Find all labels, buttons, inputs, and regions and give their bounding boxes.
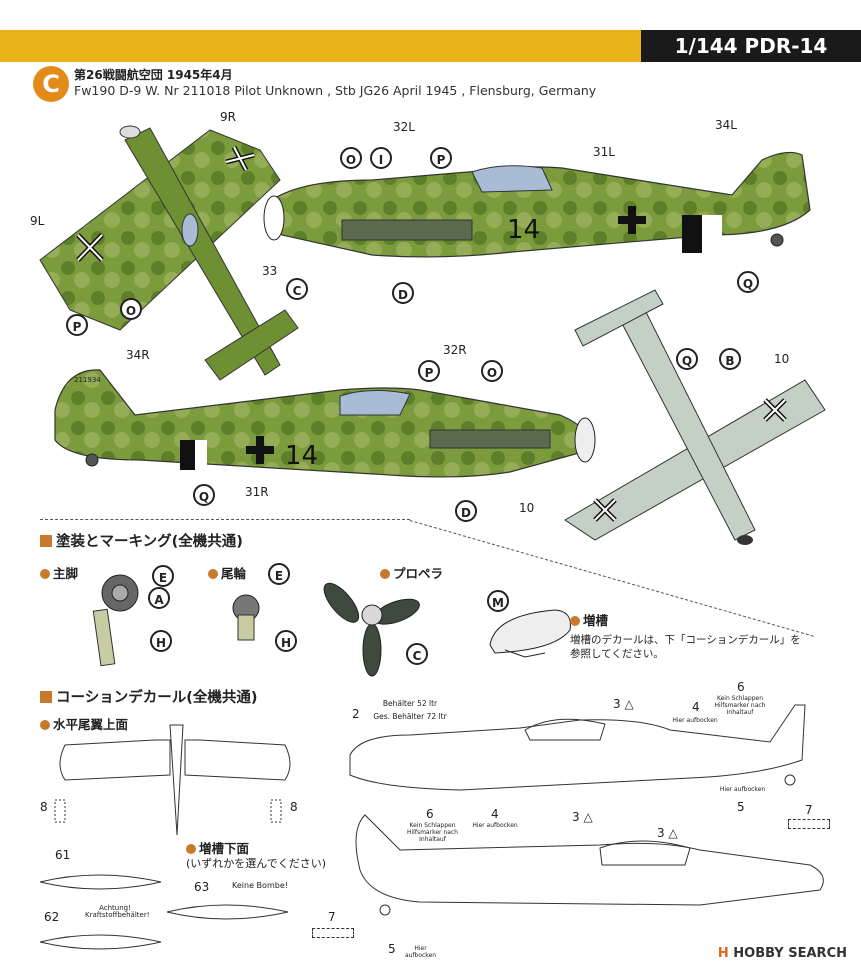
caution-outline-upper bbox=[349, 704, 806, 791]
decal-5-number-a: 5 bbox=[737, 800, 745, 814]
top-view-aircraft bbox=[39, 125, 299, 381]
callout-H-tailwheel: H bbox=[275, 630, 297, 652]
watermark: H HOBBY SEARCH bbox=[717, 946, 847, 961]
product-code: 1/144 PDR-14 bbox=[641, 30, 861, 62]
fuselage-code-right: 14 bbox=[285, 441, 318, 471]
decal-5-text-a: Hier aufbocken bbox=[719, 786, 766, 793]
tail-wheel-label: 尾輪 bbox=[208, 563, 246, 582]
painting-heading: 塗装とマーキング(全機共通) bbox=[40, 530, 243, 551]
callout-I: I bbox=[370, 147, 392, 169]
drop-tank-illustration bbox=[489, 609, 571, 658]
callout-D-left: D bbox=[392, 282, 414, 304]
decal-5-number-b: 5 bbox=[388, 942, 396, 956]
main-gear-illustration bbox=[92, 574, 139, 667]
decal-7-slot-b bbox=[312, 928, 354, 938]
decal-8-right: 8 bbox=[290, 800, 298, 814]
decal-62-text: Achtung! Kraftstoffbehälter! bbox=[85, 904, 150, 919]
part-9R: 9R bbox=[220, 110, 236, 124]
fuselage-code-left: 14 bbox=[507, 215, 540, 245]
decal-3-number-b: 3 △ bbox=[572, 810, 593, 824]
main-gear-label: 主脚 bbox=[40, 563, 78, 582]
callout-Q-right: Q bbox=[193, 484, 215, 506]
decal-6-text-a: Kein Schlappen Hilfsmarker nach Inhaltau… bbox=[714, 695, 766, 716]
decal-7-number-b: 7 bbox=[328, 910, 336, 924]
caution-outline-lower bbox=[355, 814, 824, 916]
callout-C-side: C bbox=[286, 278, 308, 300]
decal-63-number: 63 bbox=[194, 880, 210, 894]
part-9L: 9L bbox=[30, 214, 45, 228]
callout-E-tailwheel: E bbox=[268, 563, 290, 585]
drop-tank-note: 増槽のデカールは、下「コーションデカール」を参照してください。 bbox=[570, 634, 801, 660]
decal-6-number-b: 6 bbox=[426, 807, 434, 821]
decal-4-text-b: Hier aufbocken bbox=[472, 822, 518, 829]
tail-wheel-illustration bbox=[232, 594, 260, 641]
callout-H-maingear: H bbox=[150, 630, 172, 652]
part-32R: 32R bbox=[443, 343, 467, 357]
right-side-view-aircraft: 14 211934 bbox=[54, 369, 596, 478]
part-32L: 32L bbox=[393, 120, 415, 134]
tank-note: (いずれかを選んでください) bbox=[186, 857, 327, 870]
callout-O-top: O bbox=[340, 147, 362, 169]
callout-O-right: O bbox=[481, 360, 503, 382]
unit-title: 第26戦闘航空団 1945年4月 bbox=[74, 68, 233, 82]
underside-view-aircraft bbox=[564, 289, 826, 545]
decal-8-left: 8 bbox=[40, 800, 48, 814]
part-33: 33 bbox=[262, 264, 278, 278]
propeller-label: プロペラ bbox=[380, 563, 443, 582]
decal-2-number: 2 bbox=[352, 707, 360, 721]
decal-4-number-b: 4 bbox=[491, 807, 499, 821]
part-31R: 31R bbox=[245, 485, 269, 499]
tailplane-label: 水平尾翼上面 bbox=[40, 714, 128, 733]
decal-4-text-a: Hier aufbocken bbox=[672, 717, 718, 724]
part-34L: 34L bbox=[715, 118, 737, 132]
propeller-illustration bbox=[323, 582, 420, 677]
part-10-a: 10 bbox=[774, 352, 790, 366]
decal-63-tank bbox=[166, 904, 289, 920]
callout-M: M bbox=[487, 590, 509, 612]
callout-B: B bbox=[719, 348, 741, 370]
part-10-b: 10 bbox=[519, 501, 535, 515]
section-letter: C bbox=[33, 66, 69, 102]
callout-O-topview: O bbox=[120, 298, 142, 320]
separator-left bbox=[40, 519, 410, 520]
decal-62-number: 62 bbox=[44, 910, 60, 924]
decal-2-line1: Behälter 52 ltr bbox=[382, 699, 438, 708]
decal-4-number-a: 4 bbox=[692, 700, 700, 714]
werknummer-right: 211934 bbox=[74, 376, 101, 384]
decal-3-number-c: 3 △ bbox=[657, 826, 678, 840]
callout-C-propeller: C bbox=[406, 643, 428, 665]
part-34R: 34R bbox=[126, 348, 150, 362]
decal-61-number: 61 bbox=[55, 848, 71, 862]
decal-63-text: Keine Bombe! bbox=[232, 881, 288, 890]
part-31L: 31L bbox=[593, 145, 615, 159]
decal-7-slot-a bbox=[788, 819, 830, 829]
callout-P-topview: P bbox=[66, 314, 88, 336]
callout-D-right: D bbox=[455, 500, 477, 522]
aircraft-description: Fw190 D-9 W. Nr 211018 Pilot Unknown , S… bbox=[74, 83, 597, 98]
callout-Q-left: Q bbox=[737, 271, 759, 293]
decal-6-number-a: 6 bbox=[737, 680, 745, 694]
tailplane-illustration bbox=[54, 724, 291, 836]
callout-P-top: P bbox=[430, 147, 452, 169]
decal-61-tank bbox=[39, 874, 162, 890]
callout-Q-under: Q bbox=[676, 348, 698, 370]
decal-7-number-a: 7 bbox=[805, 803, 813, 817]
caution-heading: コーションデカール(全機共通) bbox=[40, 686, 257, 707]
callout-E-maingear: E bbox=[152, 565, 174, 587]
callout-A: A bbox=[148, 587, 170, 609]
tank-underside-label: 増槽下面 bbox=[186, 838, 249, 857]
decal-5-text-b: Hier aufbocken bbox=[404, 945, 437, 959]
drop-tank-label: 増槽 bbox=[570, 610, 608, 629]
decal-6-text-b: Kein Schlappen Hilfsmarker nach Inhaltau… bbox=[407, 822, 458, 843]
decal-2-line2: Ges. Behälter 72 ltr bbox=[373, 712, 447, 721]
decal-62-tank bbox=[39, 934, 162, 950]
decal-3-number-a: 3 △ bbox=[613, 697, 634, 711]
left-side-view-aircraft: 14 bbox=[263, 151, 811, 258]
callout-P-right: P bbox=[418, 360, 440, 382]
